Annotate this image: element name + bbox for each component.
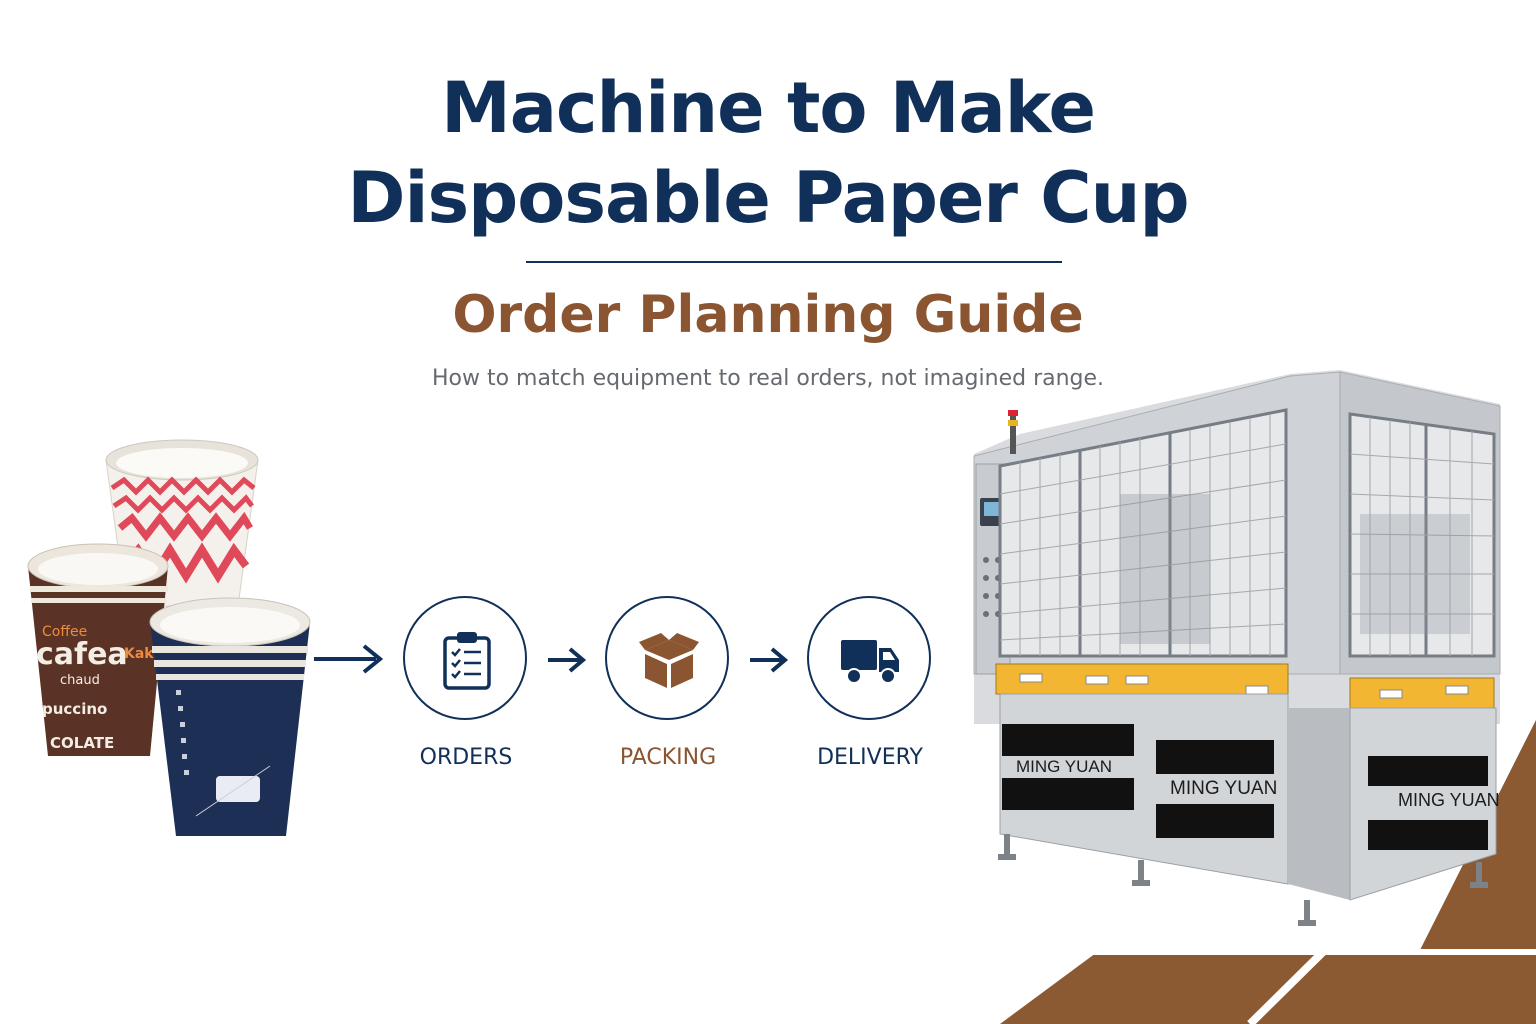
paper-cup-machine-image: MING YUAN MING YUAN MING YUAN	[973, 370, 1501, 926]
brown-floor-decoration	[1000, 720, 1536, 1024]
coffee-print-cup-stack: cafea Coffee chaud puccino COLATE Kakao	[27, 543, 173, 756]
tagline: How to match equipment to real orders, n…	[431, 366, 1105, 391]
paper-cups-image: cafea Coffee chaud puccino COLATE Kakao	[27, 439, 311, 836]
cup-text-puccino: puccino	[42, 700, 107, 718]
cup-text-coffee: Coffee	[42, 624, 87, 640]
clipboard-checklist-icon	[443, 632, 491, 690]
page-title-line-1: Machine to Make	[441, 67, 1096, 149]
page-title-line-2: Disposable Paper Cup	[347, 157, 1189, 239]
arrow-right-icon	[548, 647, 587, 673]
arrow-right-icon	[314, 644, 384, 674]
box-icon	[639, 633, 699, 688]
cup-text-colate: COLATE	[50, 734, 114, 752]
machine-brand-label: MING YUAN	[1170, 778, 1277, 799]
machine-brand-label: MING YUAN	[1016, 757, 1112, 776]
cup-text-chaud: chaud	[60, 673, 100, 688]
cup-text-cafea: cafea	[36, 637, 128, 672]
step-delivery	[807, 596, 931, 720]
step-packing	[605, 596, 729, 720]
page-subtitle: Order Planning Guide	[452, 285, 1084, 345]
step-label-delivery: DELIVERY	[817, 745, 923, 770]
step-label-orders: ORDERS	[419, 745, 513, 770]
navy-cup-stack	[149, 597, 311, 836]
arrow-right-icon	[750, 647, 789, 673]
step-label-packing: PACKING	[619, 745, 717, 770]
delivery-truck-icon	[841, 640, 899, 684]
machine-mesh-windows	[998, 408, 1496, 658]
machine-brand-label: MING YUAN	[1398, 790, 1500, 810]
step-orders	[403, 596, 527, 720]
title-divider	[526, 261, 1062, 263]
